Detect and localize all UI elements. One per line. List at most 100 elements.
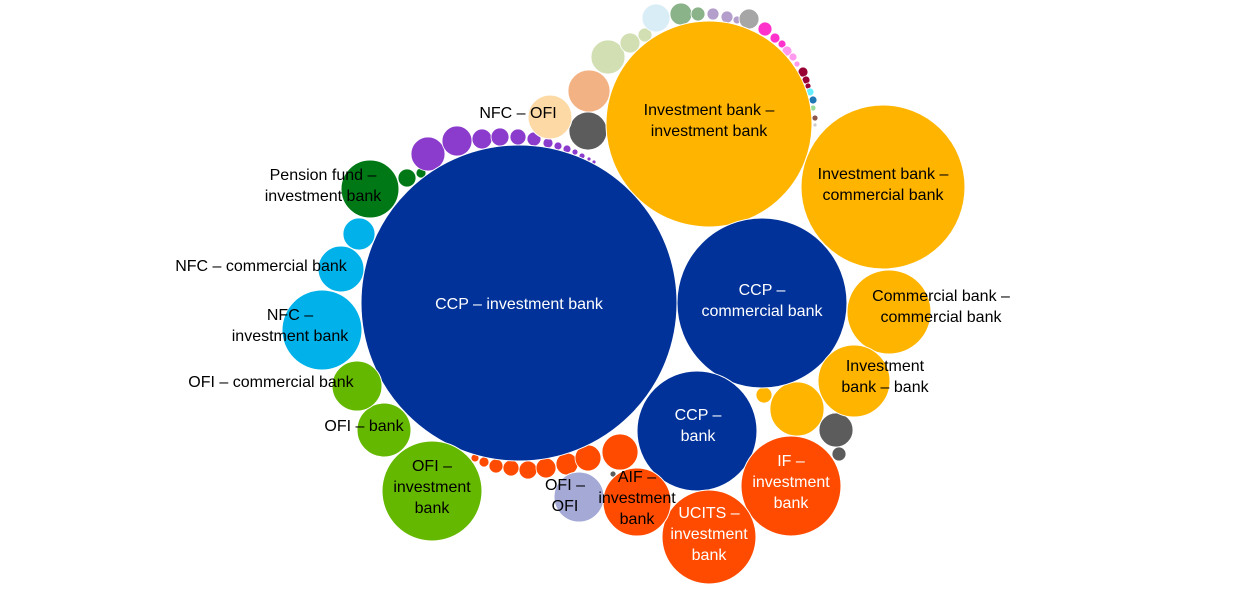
small-bubbles — [342, 2, 854, 480]
small-bubble — [793, 60, 801, 68]
bubble-label-ucits-investment-bank: UCITS – investment bank — [670, 505, 748, 564]
small-bubble — [535, 457, 557, 479]
bubble-label-investment-bank-commercial-bank: Investment bank –commercial bank — [818, 166, 949, 204]
bubble-nfc-investment-bank — [281, 289, 363, 371]
label-line: OFI – — [545, 477, 585, 494]
small-bubble — [609, 470, 617, 478]
small-bubble — [619, 32, 641, 54]
label-line: CCP – — [675, 407, 722, 424]
label-line: investment — [598, 490, 676, 507]
small-bubble — [441, 125, 473, 157]
label-line: NFC – commercial bank — [175, 258, 348, 275]
small-bubble — [641, 3, 671, 33]
label-line: OFI – bank — [324, 418, 404, 435]
bubble-investment-bank-commercial-bank — [800, 104, 966, 270]
label-line: OFI – commercial bank — [188, 374, 354, 391]
bubble-ofi-bank — [356, 402, 412, 458]
label-line: CCP – investment bank — [435, 296, 604, 313]
label-line: UCITS – — [678, 505, 739, 522]
label-line: NFC – — [267, 307, 313, 324]
bubble-commercial-bank-commercial-bank — [846, 269, 932, 355]
bubble-ofi-investment-bank — [381, 440, 483, 542]
bubble-label-ccp-investment-bank: CCP – investment bank — [435, 296, 604, 313]
small-bubble — [769, 381, 825, 437]
bubble-if-investment-bank — [740, 435, 842, 537]
bubble-label-nfc-investment-bank: NFC – investment bank — [232, 307, 350, 345]
bubble-label-commercial-bank-commercial-bank: Commercial bank – commercial bank — [872, 288, 1010, 326]
small-bubble — [720, 10, 734, 24]
bubble-ccp-bank — [636, 370, 758, 492]
small-bubble — [690, 6, 706, 22]
label-line: OFI – — [412, 458, 452, 475]
bubble-label-ofi-commercial-bank: OFI – commercial bank — [188, 374, 354, 391]
small-bubble — [637, 27, 653, 43]
bubble-investment-bank-investment-bank — [605, 20, 813, 228]
bubble-ucits-investment-bank — [661, 489, 757, 585]
small-bubble — [769, 32, 781, 44]
label-line: investment — [752, 474, 830, 491]
small-bubble — [567, 69, 611, 113]
small-bubble — [601, 433, 639, 471]
small-bubble — [342, 217, 376, 251]
bubble-label-investment-bank-investment-bank: Investment bank – investment bank — [644, 102, 775, 140]
bubble-ofi-commercial-bank — [331, 360, 383, 412]
small-bubble — [509, 128, 527, 146]
small-bubble — [555, 452, 579, 476]
label-line: bank — [415, 500, 451, 517]
small-bubble — [831, 446, 847, 462]
small-bubble — [490, 127, 510, 147]
label-line: bank — [774, 495, 810, 512]
small-bubble — [777, 39, 787, 49]
label-line: commercial bank — [881, 309, 1003, 326]
bubble-investment-bank-bank — [817, 344, 891, 418]
label-line: NFC – OFI — [479, 105, 556, 122]
bubble-ofi-ofi — [553, 471, 605, 523]
small-bubble — [788, 52, 798, 62]
small-bubble — [706, 7, 720, 21]
label-line: Investment — [846, 358, 925, 375]
label-line: investment bank — [265, 188, 383, 205]
small-bubble — [818, 412, 854, 448]
small-bubble — [812, 122, 818, 128]
labeled-bubbles — [281, 20, 966, 585]
small-bubble — [397, 168, 417, 188]
label-line: OFI — [552, 498, 579, 515]
bubble-label-investment-bank-bank: Investment bank – bank — [841, 358, 929, 396]
label-line: Investment bank – — [818, 166, 949, 183]
label-line: bank – bank — [841, 379, 929, 396]
label-line: bank — [620, 511, 656, 528]
label-line: CCP – — [739, 282, 786, 299]
bubble-label-ofi-bank: OFI – bank — [324, 418, 404, 435]
small-bubble — [410, 136, 446, 172]
label-line: investment bank — [651, 123, 769, 140]
bubble-pension-fund-investment-bank — [340, 159, 400, 219]
bubble-label-ccp-commercial-bank: CCP – commercial bank — [702, 282, 824, 320]
label-line: investment bank — [232, 328, 350, 345]
small-bubble — [502, 459, 520, 477]
label-line: Pension fund – — [270, 167, 377, 184]
label-line: Investment bank – — [644, 102, 775, 119]
small-bubble — [488, 458, 504, 474]
bubble-label-nfc-commercial-bank: NFC – commercial bank — [175, 258, 348, 275]
bubble-label-pension-fund-investment-bank: Pension fund – investment bank — [265, 167, 383, 205]
label-line: Commercial bank – — [872, 288, 1010, 305]
small-bubble — [518, 460, 538, 480]
label-line: investment — [670, 526, 748, 543]
label-line: commercial bank — [702, 303, 824, 320]
small-bubble — [478, 456, 490, 468]
bubble-ccp-commercial-bank — [676, 217, 848, 389]
bubble-nfc-commercial-bank — [317, 245, 365, 293]
small-bubble — [755, 386, 773, 404]
label-line: bank — [681, 428, 717, 445]
bubble-label-ofi-ofi: OFI – OFI — [545, 477, 585, 515]
small-bubble — [669, 2, 693, 26]
small-bubble — [811, 114, 819, 122]
small-bubble — [757, 21, 773, 37]
label-line: bank — [692, 547, 728, 564]
bubble-nfc-ofi — [527, 94, 573, 140]
